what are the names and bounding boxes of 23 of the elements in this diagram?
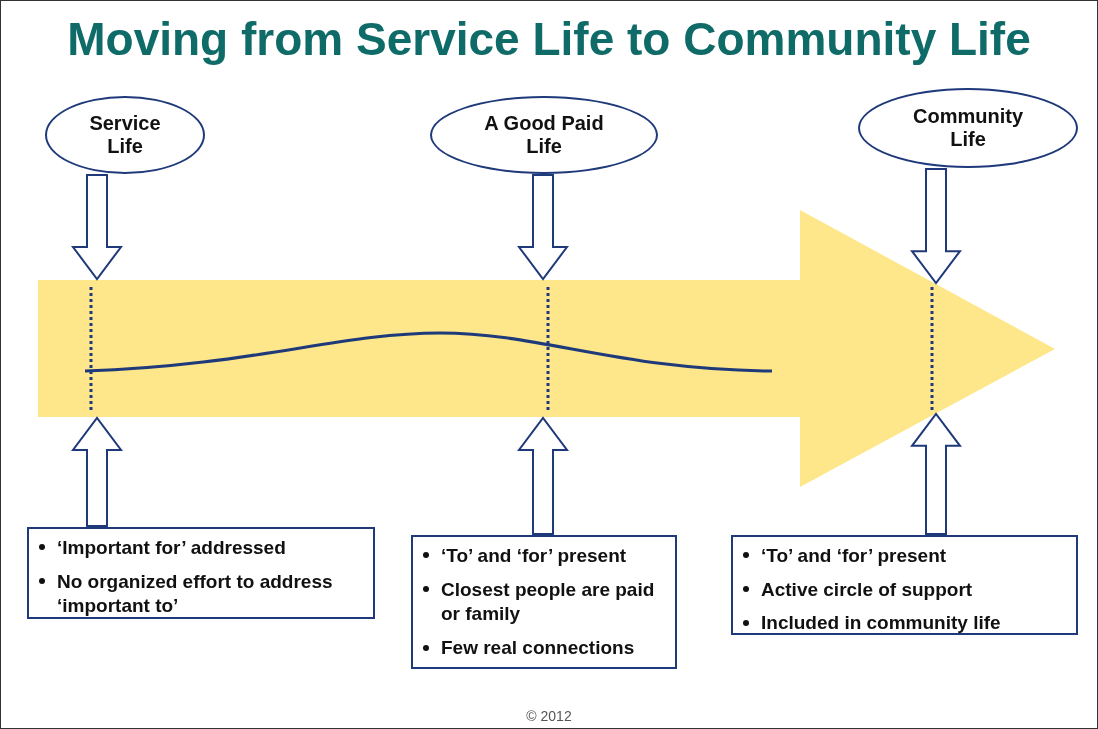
stage-ellipse: Community Life (858, 88, 1078, 168)
title: Moving from Service Life to Community Life (66, 12, 1032, 66)
block-arrow (71, 174, 123, 281)
block-arrow (910, 168, 962, 285)
bullet-text: Few real connections (441, 637, 635, 659)
block-arrow (910, 412, 962, 535)
stage-ellipse: Service Life (45, 96, 205, 174)
bullet-text: Included in community life (761, 612, 1001, 634)
bullet-text: ‘Important for’ addressed (57, 537, 286, 558)
stage-ellipse: A Good Paid Life (430, 96, 658, 174)
description-box (411, 535, 677, 669)
bullet-text: No organized effort to address ‘important to’ (57, 570, 333, 617)
timeline-arrow (38, 210, 1055, 487)
block-arrow (517, 416, 569, 535)
block-arrow (71, 416, 123, 527)
bullet-text: Active circle of support (761, 578, 973, 600)
description-box (27, 527, 375, 619)
description-box (731, 535, 1078, 635)
copyright-note: © 2012 (525, 708, 573, 724)
bullet-text: ‘To’ and ‘for’ present (441, 545, 627, 566)
block-arrow (517, 174, 569, 281)
bullet-text: ‘To’ and ‘for’ present (761, 545, 947, 566)
bullet-text: Closest people are paid or family (441, 578, 655, 625)
